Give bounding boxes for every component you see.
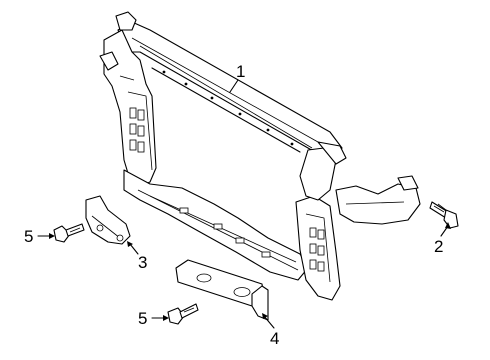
- callout-5-left: 5: [24, 227, 33, 246]
- bolt-right: [429, 201, 459, 229]
- callout-4: 4: [270, 329, 279, 348]
- bracket: [85, 195, 131, 245]
- radiator-support-panel: [99, 11, 421, 301]
- callout-2: 2: [434, 237, 443, 256]
- bolt-left: [53, 223, 85, 243]
- leader-lines: [37, 79, 451, 329]
- bolt-bottom: [167, 303, 199, 325]
- callout-5-bottom: 5: [138, 309, 147, 328]
- lower-plate: [175, 259, 269, 321]
- callout-1: 1: [236, 62, 245, 81]
- callout-3: 3: [138, 253, 147, 272]
